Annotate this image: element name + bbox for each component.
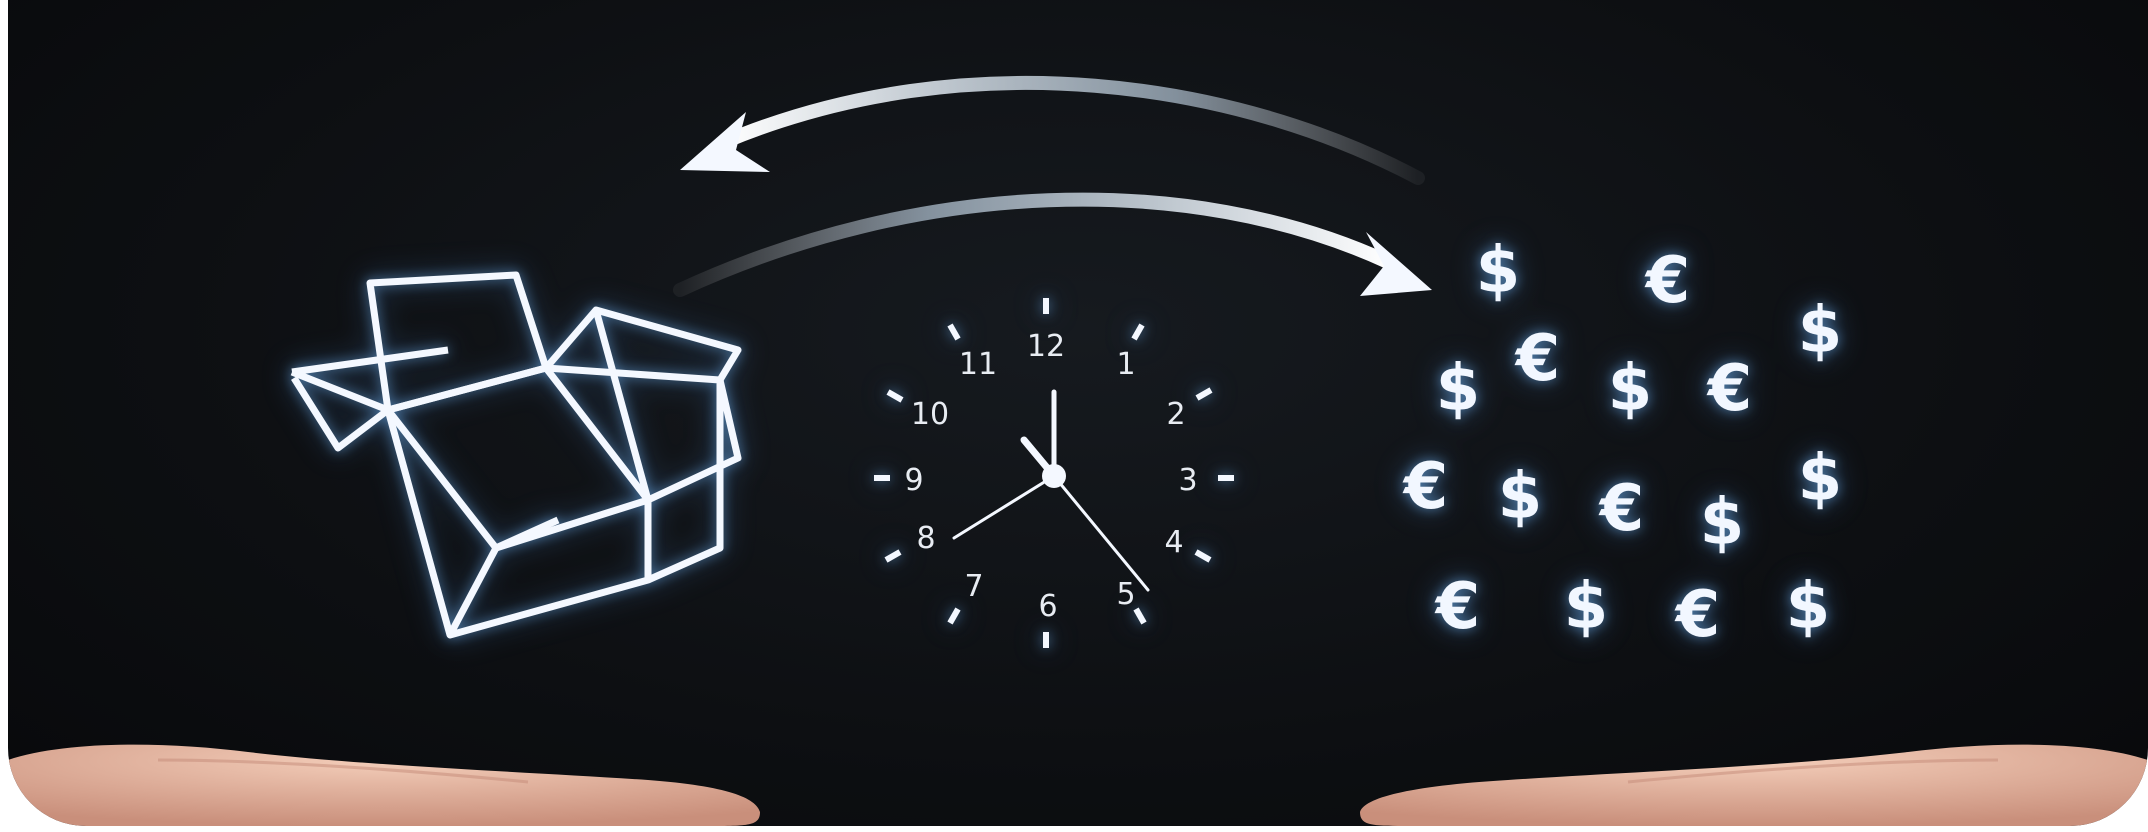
euro-icon: €: [1706, 352, 1753, 426]
clock-center-icon: [1042, 464, 1066, 488]
dollar-icon: $: [1498, 460, 1543, 534]
dollar-icon: $: [1608, 352, 1653, 426]
dollar-icon: $: [1436, 352, 1481, 426]
arrow-left-icon: [680, 83, 1418, 178]
arrow-right-icon: [680, 200, 1432, 296]
clock-number-10: 10: [911, 397, 949, 432]
clock-number-1: 1: [1116, 347, 1135, 382]
clock-hands: [954, 392, 1148, 590]
dollar-icon: $: [1798, 442, 1843, 516]
euro-icon: €: [1514, 322, 1561, 396]
open-box-icon: [292, 275, 738, 635]
dollar-icon: $: [1700, 486, 1745, 560]
dollar-icon: $: [1798, 294, 1843, 368]
right-hand: [1360, 745, 2148, 826]
clock-number-6: 6: [1038, 589, 1057, 624]
clock-number-7: 7: [964, 569, 983, 604]
second-hand-tail: [1054, 476, 1148, 590]
dollar-icon: $: [1564, 570, 1609, 644]
euro-icon: €: [1434, 570, 1481, 644]
clock-number-11: 11: [959, 347, 997, 382]
left-hand: [8, 745, 760, 826]
dollar-icon: $: [1476, 234, 1521, 308]
euro-icon: €: [1598, 472, 1645, 546]
clock-number-12: 12: [1027, 329, 1065, 364]
clock-number-5: 5: [1116, 577, 1135, 612]
clock-icon: 12 1 2 3 4 5 6 7 8 9 10 11: [874, 298, 1234, 648]
euro-icon: €: [1674, 578, 1721, 652]
dark-panel: 12 1 2 3 4 5 6 7 8 9 10 11: [8, 0, 2148, 826]
clock-number-9: 9: [904, 463, 923, 498]
illustration: 12 1 2 3 4 5 6 7 8 9 10 11: [8, 0, 2148, 826]
clock-number-3: 3: [1178, 463, 1197, 498]
clock-number-4: 4: [1164, 525, 1183, 560]
second-hand: [954, 476, 1054, 538]
currency-group: $ € $ € $ € $ € $ $ € $ € $ $ €: [1402, 234, 1843, 652]
euro-icon: €: [1644, 244, 1691, 318]
clock-number-8: 8: [916, 521, 935, 556]
clock-number-2: 2: [1166, 397, 1185, 432]
euro-icon: €: [1402, 450, 1449, 524]
dollar-icon: $: [1786, 570, 1831, 644]
